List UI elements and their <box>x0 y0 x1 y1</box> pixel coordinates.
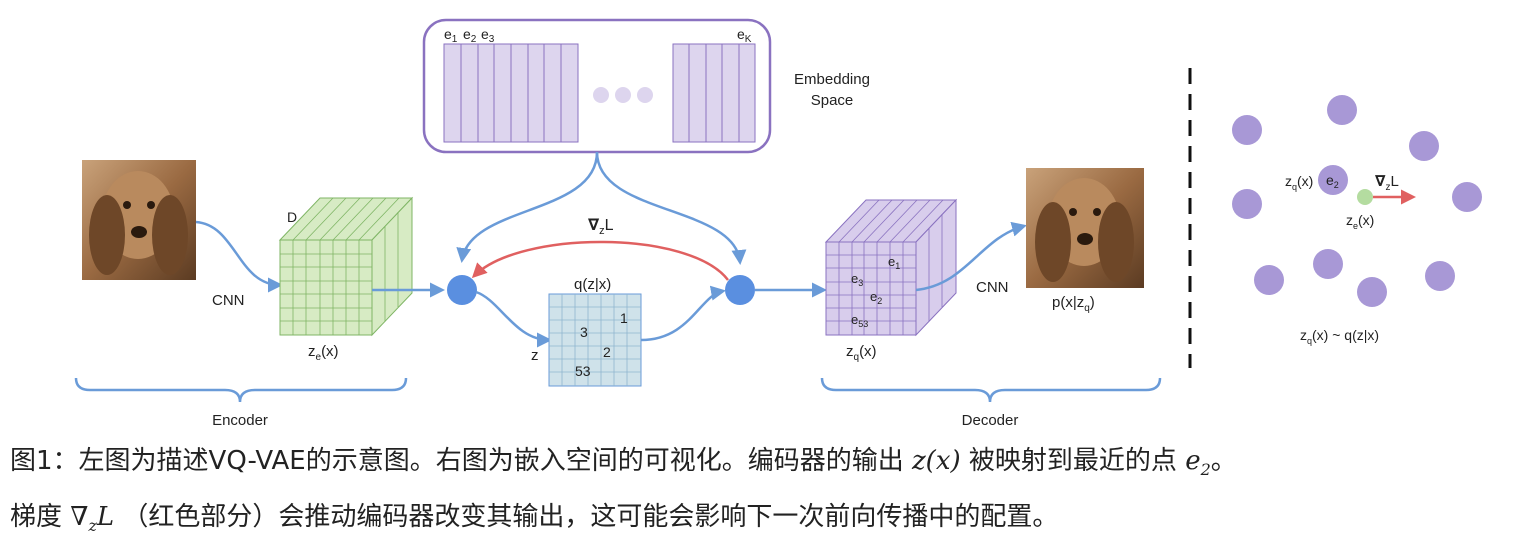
right-e2-label: e2 <box>1326 172 1339 190</box>
embedding-dot <box>1232 115 1262 145</box>
decoder-cnn-label: CNN <box>976 279 1009 296</box>
embedding-dot <box>1409 131 1439 161</box>
embedding-space-title-line1: Embedding <box>794 71 870 88</box>
encoder-depth-label: D <box>287 209 297 225</box>
decoder-brace <box>820 377 1162 403</box>
ellipsis-dots <box>593 87 653 103</box>
encoder-output-dot <box>1357 189 1373 205</box>
embedding-dot <box>1357 277 1387 307</box>
image-to-encoder-arrow <box>195 220 283 293</box>
decoder-cube <box>824 198 958 337</box>
figure-caption-line-2: 梯度 ∇zL （红色部分）会推动编码器改变其输出，这可能会影响下一次前向传播中的… <box>10 496 1510 535</box>
embedding-vectors-left <box>443 43 579 143</box>
decoder-cell-e53: e53 <box>851 312 868 329</box>
embedding-dot <box>1452 182 1482 212</box>
right-gradient-label: ∇zL <box>1375 173 1399 193</box>
posterior-label: q(z|x) <box>574 276 611 293</box>
gradient-arrow <box>471 240 729 281</box>
node-to-posterior-arrow <box>475 290 552 348</box>
caption-math-e2: e2 <box>1185 446 1211 480</box>
posterior-z-label: z <box>531 347 539 364</box>
caption-text: 。 <box>1210 446 1237 476</box>
right-zq-label: zq(x) <box>1285 173 1313 192</box>
right-ze-label: ze(x) <box>1346 212 1374 231</box>
decoder-cell-e2: e2 <box>870 289 882 306</box>
caption-text: 被映射到最近的点 <box>968 446 1177 476</box>
decoder-cell-e1: e1 <box>888 254 900 271</box>
embedding-space: e1 e2 e3 eK <box>422 18 772 154</box>
posterior-to-node-arrow <box>640 285 726 342</box>
caption-math-zx: z(x) <box>911 446 961 476</box>
decoder-input-label: zq(x) <box>846 343 877 363</box>
right-distribution-label: zq(x) ~ q(z|x) <box>1300 327 1379 346</box>
encoder-cube <box>278 196 414 337</box>
embedding-space-title-line2: Space <box>811 92 854 109</box>
embedding-dot <box>1425 261 1455 291</box>
encoder-output-node <box>447 275 477 305</box>
embedding-dot <box>1254 265 1284 295</box>
embedding-label-e3: e3 <box>481 26 495 45</box>
encoder-output-label: ze(x) <box>308 343 339 363</box>
embedding-label-e1: e1 <box>444 26 458 45</box>
decoder-to-image-arrow <box>915 221 1027 292</box>
encoder-input-image <box>82 160 196 280</box>
posterior-grid <box>548 293 642 387</box>
decoder-cell-e3: e3 <box>851 271 863 288</box>
gradient-label: ∇zL <box>588 217 614 237</box>
decoder-output-image <box>1026 168 1144 288</box>
embedding-vectors-right <box>672 43 756 143</box>
caption-text: 梯度 <box>10 502 63 532</box>
embedding-to-decoder-node-arrow <box>595 151 747 265</box>
embedding-dot <box>1313 249 1343 279</box>
embedding-to-encoder-node-arrow <box>456 151 599 263</box>
quantized-node <box>725 275 755 305</box>
encoder-brace-label: Encoder <box>212 412 268 429</box>
posterior-cell-53: 53 <box>575 363 591 379</box>
caption-math-gradient: ∇zL <box>70 502 115 536</box>
figure-caption-line-1: 图1：左图为描述VQ-VAE的示意图。右图为嵌入空间的可视化。编码器的输出 z(… <box>10 440 1510 479</box>
posterior-cell-1: 1 <box>620 310 628 326</box>
caption-text: 图1：左图为描述VQ-VAE的示意图。右图为嵌入空间的可视化。编码器的输出 <box>10 446 904 476</box>
embedding-label-e2: e2 <box>463 26 477 45</box>
embedding-dot-e2 <box>1318 165 1348 195</box>
reconstruction-label: p(x|zq) <box>1052 294 1095 314</box>
caption-text: （红色部分）会推动编码器改变其输出，这可能会影响下一次前向传播中的配置。 <box>122 502 1059 532</box>
embedding-dot <box>1327 95 1357 125</box>
embedding-label-ek: eK <box>737 26 752 45</box>
encoder-cnn-label: CNN <box>212 292 245 309</box>
posterior-cell-2: 2 <box>603 344 611 360</box>
embedding-dot <box>1232 189 1262 219</box>
decoder-brace-label: Decoder <box>962 412 1019 429</box>
encoder-brace <box>74 377 408 403</box>
embedding-space-visualization <box>1232 95 1482 307</box>
vq-vae-diagram: e1 e2 e3 eK Embedding Space CNN <box>74 18 1482 429</box>
posterior-cell-3: 3 <box>580 324 588 340</box>
